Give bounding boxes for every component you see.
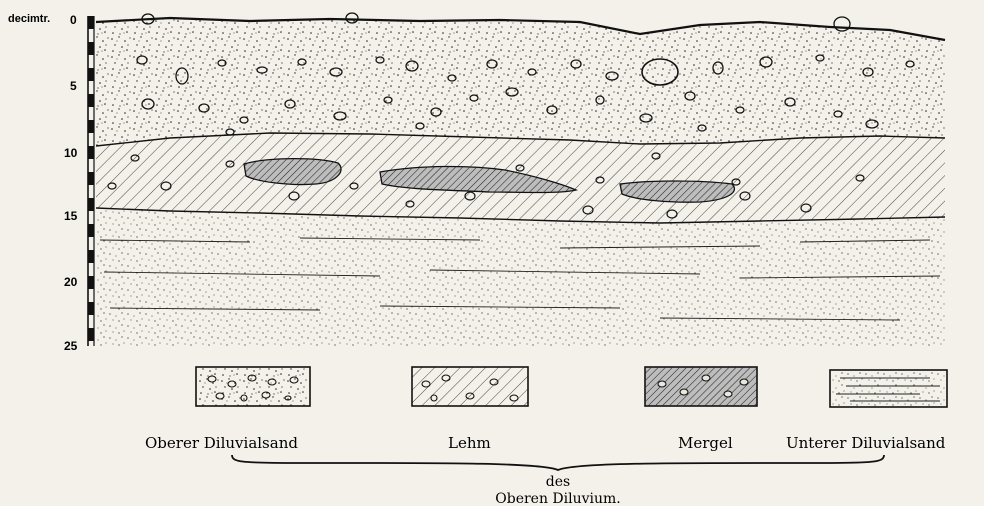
caption-brace <box>232 455 884 470</box>
mergel-lens-left <box>244 159 341 185</box>
legend-swatch-oberer-diluvialsand <box>196 367 310 406</box>
depth-tick-15: 15 <box>64 209 78 223</box>
depth-scale: decimtr. 0 5 10 15 20 25 <box>8 13 94 353</box>
lower-sand-layer <box>96 208 945 346</box>
depth-tick-20: 20 <box>64 275 78 289</box>
legend-label-mergel: Mergel <box>678 434 733 452</box>
legend-swatch-unterer-diluvialsand <box>830 370 947 407</box>
depth-tick-10: 10 <box>64 146 78 160</box>
depth-tick-5: 5 <box>70 79 77 93</box>
depth-tick-25: 25 <box>64 339 78 353</box>
legend: Oberer Diluvialsand Lehm Mergel Unterer … <box>145 367 947 452</box>
legend-swatch-mergel <box>645 367 757 406</box>
legend-label-oberer-diluvialsand: Oberer Diluvialsand <box>145 434 298 452</box>
depth-tick-0: 0 <box>70 13 77 27</box>
caption-line-des: des <box>546 474 570 490</box>
legend-swatch-lehm <box>412 367 528 406</box>
caption-line-oberen-diluvium: Oberen Diluvium. <box>495 491 621 506</box>
depth-unit-label: decimtr. <box>8 13 50 25</box>
upper-sand-layer <box>96 13 945 146</box>
legend-label-lehm: Lehm <box>448 434 491 452</box>
legend-label-unterer-diluvialsand: Unterer Diluvialsand <box>786 434 946 452</box>
